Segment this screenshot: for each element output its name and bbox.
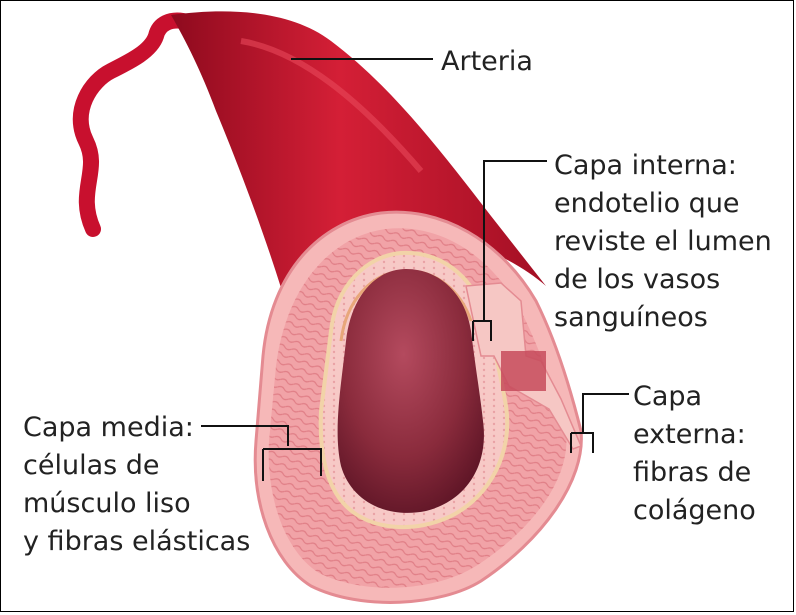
label-capa-media-line: y fibras elásticas [23,523,250,561]
label-capa-externa-line: Capa [633,378,756,416]
label-capa-interna-line: reviste el lumen [554,223,772,261]
label-capa-media-line: células de [23,447,250,485]
label-arteria: Arteria [441,43,533,81]
label-capa-media-line: músculo liso [23,485,250,523]
label-capa-interna-line: sanguíneos [554,299,772,337]
label-capa-interna-line: endotelio que [554,185,772,223]
label-capa-interna: Capa interna: endotelio que reviste el l… [554,147,772,337]
label-capa-externa-line: colágeno [633,492,756,530]
label-capa-externa: Capa externa: fibras de colágeno [633,378,756,530]
label-capa-externa-line: fibras de [633,454,756,492]
label-capa-interna-line: de los vasos [554,261,772,299]
label-capa-media: Capa media: células de músculo liso y fi… [23,409,250,561]
lumen [338,269,484,513]
artery-tail [81,21,183,229]
label-capa-externa-line: externa: [633,416,756,454]
label-capa-media-line: Capa media: [23,409,250,447]
label-capa-interna-line: Capa interna: [554,147,772,185]
